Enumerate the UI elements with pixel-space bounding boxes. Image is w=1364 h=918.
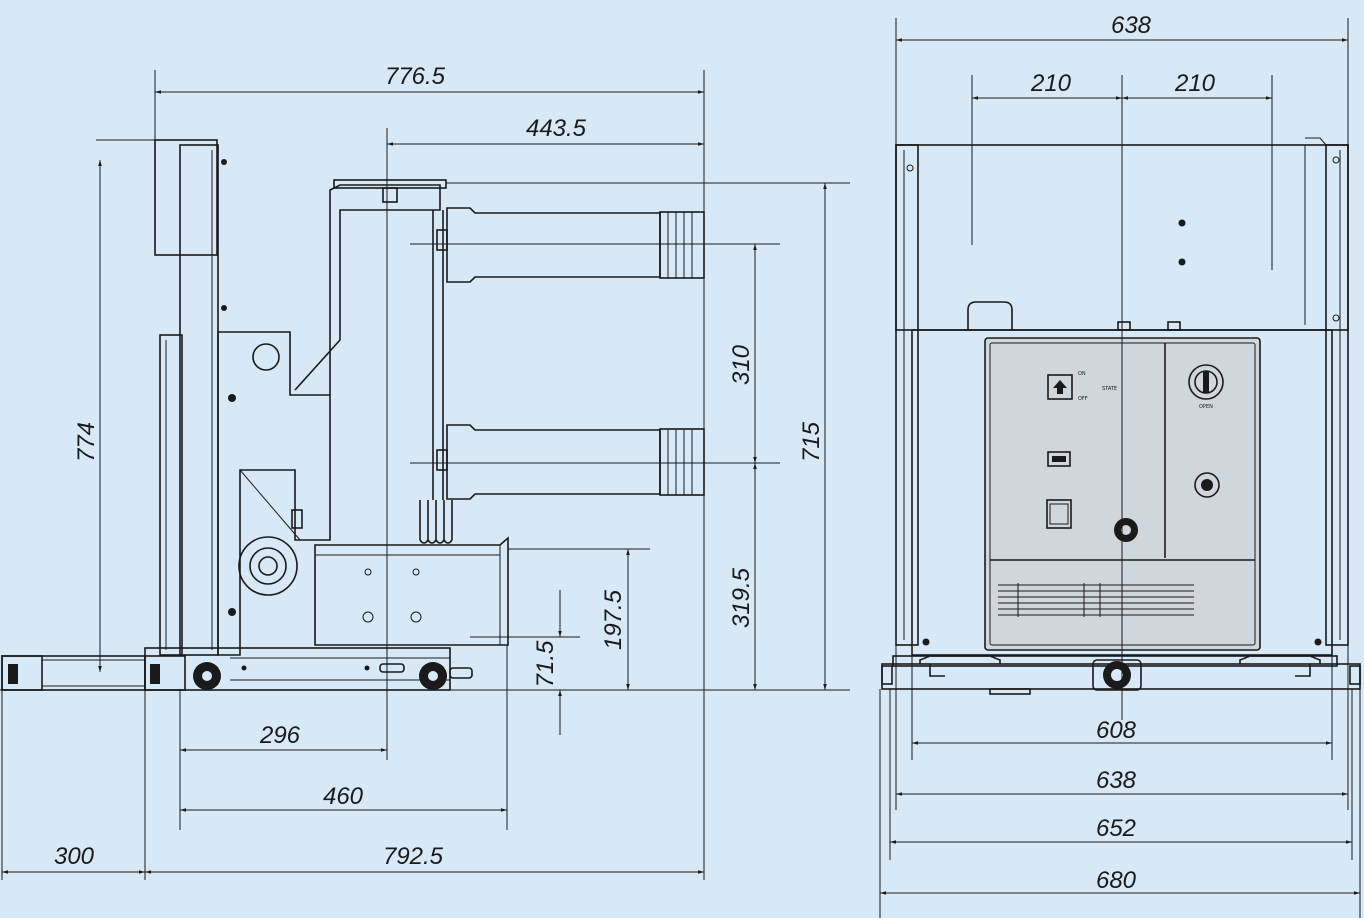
top-cap bbox=[333, 179, 447, 189]
dim-296: 296 bbox=[259, 722, 301, 749]
dim-71-5: 71.5 bbox=[532, 640, 559, 687]
dim-608: 608 bbox=[1096, 717, 1137, 744]
dim-300: 300 bbox=[54, 843, 95, 870]
dim-652: 652 bbox=[1096, 815, 1136, 842]
spring-indicator bbox=[1046, 499, 1072, 529]
counter-window bbox=[1047, 451, 1071, 467]
mechanism-housing bbox=[217, 331, 331, 656]
svg-text:OPEN: OPEN bbox=[1199, 404, 1213, 410]
handle-rail bbox=[1, 655, 146, 691]
dim-443-5: 443.5 bbox=[526, 115, 587, 142]
right-handle bbox=[1239, 655, 1321, 664]
dim-776-5: 776.5 bbox=[385, 63, 446, 90]
dim-319-5: 319.5 bbox=[728, 567, 755, 628]
lower-bracket bbox=[314, 536, 509, 646]
pole-support bbox=[294, 184, 441, 395]
dim-638-top: 638 bbox=[1111, 12, 1152, 39]
left-handle bbox=[919, 655, 1001, 664]
side-view: 776.5 443.5 774 310 715 319.5 197.5 71.5… bbox=[0, 63, 850, 880]
dim-460: 460 bbox=[323, 783, 364, 810]
manual-charge-socket bbox=[1188, 364, 1224, 400]
dim-310: 310 bbox=[728, 344, 755, 385]
upper-insulator bbox=[446, 207, 661, 283]
open-button bbox=[1194, 472, 1220, 498]
mechanism-hole bbox=[252, 343, 280, 371]
left-side-plate bbox=[895, 144, 919, 646]
right-side-plate bbox=[1325, 144, 1349, 646]
open-close-indicator bbox=[1047, 374, 1073, 400]
front-view: ON OFF STATE OPEN bbox=[879, 12, 1361, 918]
flexible-connector bbox=[419, 500, 453, 540]
dim-792-5: 792.5 bbox=[383, 843, 444, 870]
dim-774: 774 bbox=[73, 422, 100, 462]
svg-text:STATE: STATE bbox=[1102, 386, 1117, 392]
dim-680: 680 bbox=[1096, 867, 1137, 894]
lower-insulator bbox=[446, 424, 661, 500]
upper-contact bbox=[659, 211, 705, 279]
dim-197-5: 197.5 bbox=[600, 589, 627, 650]
dim-210-left: 210 bbox=[1030, 70, 1072, 97]
mechanism-wheel bbox=[238, 536, 298, 596]
lower-contact bbox=[659, 428, 705, 496]
svg-text:ON: ON bbox=[1078, 371, 1086, 377]
dim-638-bottom: 638 bbox=[1096, 767, 1137, 794]
top-bracket bbox=[967, 301, 1013, 330]
dim-715: 715 bbox=[798, 421, 825, 462]
dim-210-right: 210 bbox=[1174, 70, 1216, 97]
top-front-plate bbox=[154, 139, 218, 256]
svg-text:OFF: OFF bbox=[1078, 396, 1088, 402]
front-cover bbox=[159, 334, 183, 656]
